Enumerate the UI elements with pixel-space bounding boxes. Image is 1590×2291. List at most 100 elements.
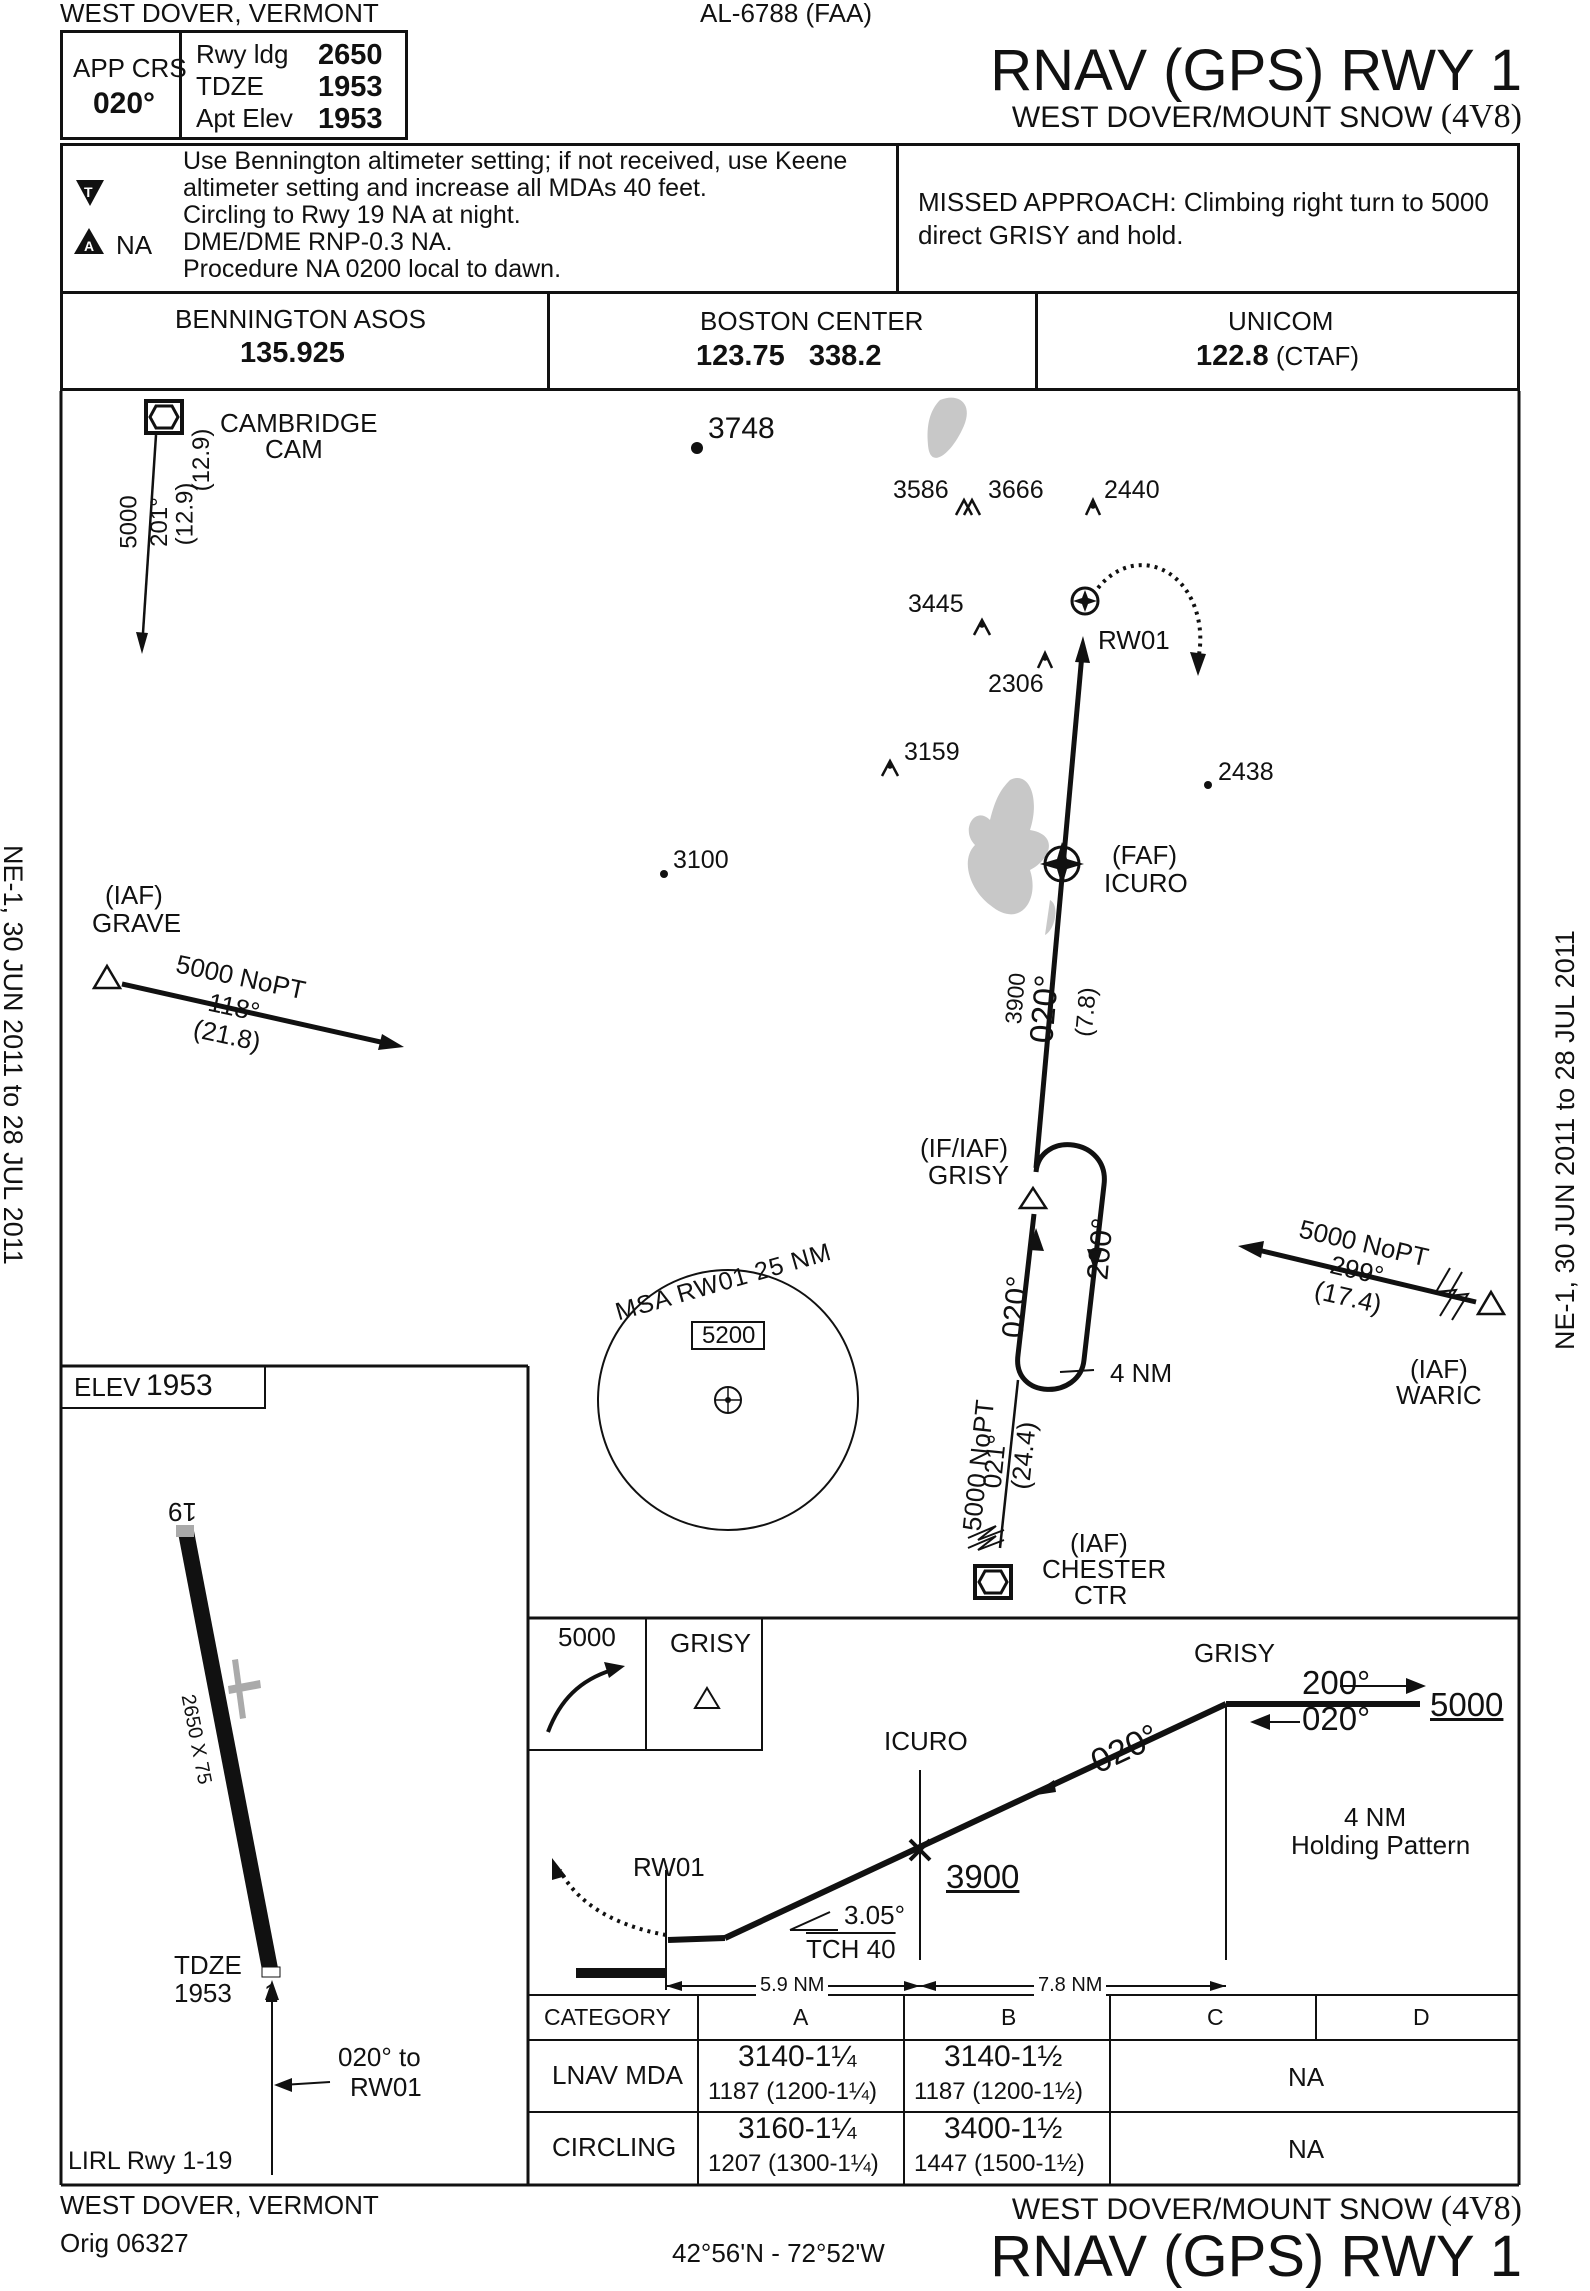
hold-length: 4 NM [1110, 1358, 1173, 1388]
side-date-right: NE-1, 30 JUN 2011 to 28 JUL 2011 [1550, 930, 1580, 1350]
takeoff-minimums-icon: T [76, 180, 104, 206]
cam-route-dist-text: (12.9) [171, 482, 199, 546]
cam-route-alt: 5000 [115, 495, 143, 549]
note-line: Use Bennington altimeter setting; if not… [183, 147, 848, 175]
rwy-1-label: 1 [264, 1978, 279, 2008]
elev-2306: 2306 [988, 670, 1044, 698]
grisy-fix-icon [1017, 1185, 1049, 1210]
min-a-main: 3140-1¼ [738, 2040, 857, 2073]
comm-freq: 123.75 338.2 [696, 340, 882, 372]
min-b-main: 3140-1½ [944, 2040, 1063, 2073]
elev-3586: 3586 [893, 476, 949, 504]
runway-1-19 [178, 1531, 278, 1970]
elev-2438: 2438 [1218, 758, 1274, 786]
footer-coords: 42°56'N - 72°52'W [672, 2238, 885, 2268]
rwy-19-label: 19 [168, 1497, 197, 1527]
procedure-title: RNAV (GPS) RWY 1 [990, 38, 1522, 103]
grisy-name: GRISY [928, 1160, 1009, 1190]
final-dist: (7.8) [1070, 986, 1102, 1038]
missed-approach-text: MISSED APPROACH: Climbing right turn to … [918, 186, 1489, 252]
lighting-note: LIRL Rwy 1-19 [68, 2147, 233, 2175]
profile-rw01: RW01 [633, 1852, 705, 1882]
waric-role: (IAF) [1410, 1354, 1468, 1384]
cambridge-vor-icon [144, 399, 184, 435]
missed-approach-line: MISSED APPROACH: Climbing right turn to … [918, 187, 1489, 217]
icuro-faf-icon [1040, 842, 1084, 886]
ma-fix: GRISY [670, 1628, 751, 1658]
chester-vor-icon [973, 1564, 1013, 1600]
footer-airport: WEST DOVER/MOUNT SNOW (4V8) [1012, 2190, 1522, 2228]
min-cd: NA [1288, 2062, 1325, 2092]
tch: TCH 40 [806, 1934, 896, 1964]
app-crs-box: APP CRS 020° Rwy ldg 2650 TDZE 1953 Apt … [60, 30, 408, 140]
airport-name-text: WEST DOVER/MOUNT SNOW [1011, 101, 1433, 134]
min-row-label: CIRCLING [552, 2132, 677, 2162]
comm-freq-line: 122.8 (CTAF) [1196, 340, 1359, 373]
tdze-value: 1953 [318, 71, 383, 103]
grisy-box-fix-icon [693, 1686, 721, 1709]
comm-name: BENNINGTON ASOS [175, 304, 426, 334]
msa-circle [597, 1269, 859, 1531]
header-location: WEST DOVER, VERMONT [60, 0, 379, 28]
note-line: Circling to Rwy 19 NA at night. [183, 201, 521, 229]
cambridge-id: CAM [265, 434, 323, 464]
lake-shape [967, 778, 1056, 935]
cam-route-crs: 201° [145, 497, 173, 547]
svg-text:T: T [84, 184, 93, 200]
min-b-sub: 1447 (1500-1½) [914, 2150, 1085, 2177]
glidepath-angle: 3.05° [844, 1900, 906, 1930]
missed-approach-profile-path [558, 1869, 667, 1937]
elev-label: ELEV [74, 1372, 141, 1402]
comm-extra: (CTAF) [1275, 341, 1360, 371]
missed-approach-line: direct GRISY and hold. [918, 220, 1184, 250]
profile-icuro: ICURO [884, 1726, 968, 1756]
apt-elev-value: 1953 [318, 103, 383, 135]
comm-name: UNICOM [1228, 306, 1334, 336]
min-header-b: B [1001, 2004, 1017, 2030]
grave-role: (IAF) [105, 880, 163, 910]
profile-icuro-alt: 3900 [946, 1858, 1020, 1895]
note-line: Procedure NA 0200 local to dawn. [183, 255, 562, 283]
msa-center-icon [714, 1386, 742, 1414]
elev-3100: 3100 [673, 846, 729, 874]
hold-out-crs: 200° [1081, 1216, 1120, 1282]
grave-fix-icon [91, 963, 123, 990]
app-crs-value: 020° [93, 87, 156, 120]
chester-id: CTR [1074, 1580, 1128, 1610]
hold-in-crs: 020° [996, 1274, 1035, 1340]
chester-name: CHESTER [1042, 1554, 1167, 1584]
grisy-role: (IF/IAF) [920, 1133, 1009, 1163]
waric-name: WARIC [1396, 1380, 1482, 1410]
app-crs-label: APP CRS [73, 53, 187, 83]
rw01-waypoint-icon [1070, 586, 1100, 616]
elev-2440: 2440 [1104, 476, 1160, 504]
comm-freq: 122.8 [1196, 340, 1269, 372]
comm-name: BOSTON CENTER [700, 306, 924, 336]
min-a-main: 3160-1¼ [738, 2112, 857, 2145]
footer-location: WEST DOVER, VERMONT [60, 2190, 379, 2220]
profile-hold-in: 020° [1302, 1700, 1371, 1737]
dist-2: 7.8 NM [1034, 1974, 1107, 1997]
elev-3159: 3159 [904, 738, 960, 766]
footer-airport-id: (4V8) [1440, 2190, 1522, 2227]
cambridge-label: CAMBRIDGE [220, 408, 378, 438]
arrow-note-1: 020° to [338, 2042, 421, 2072]
notes-box [60, 143, 1520, 291]
elev-3445: 3445 [908, 590, 964, 618]
msa-alt: 5200 [702, 1322, 756, 1349]
dist-1: 5.9 NM [756, 1974, 829, 1997]
airport-id: (4V8) [1440, 98, 1522, 135]
icuro-profile-fix-icon [908, 1838, 932, 1862]
na-label: NA [116, 230, 153, 260]
terrain-peak-icon [880, 497, 1102, 777]
svg-text:A: A [84, 238, 94, 254]
tdze-diag-value: 1953 [174, 1978, 232, 2008]
elev-3748: 3748 [708, 412, 775, 445]
min-b-sub: 1187 (1200-1½) [914, 2078, 1084, 2105]
tdze-label: TDZE [196, 71, 264, 101]
chart-id: AL-6788 (FAA) [700, 0, 872, 28]
hold-note-1: 4 NM [1344, 1802, 1407, 1832]
min-header-d: D [1413, 2004, 1430, 2030]
min-a-sub: 1187 (1200-1¼) [708, 2078, 878, 2105]
